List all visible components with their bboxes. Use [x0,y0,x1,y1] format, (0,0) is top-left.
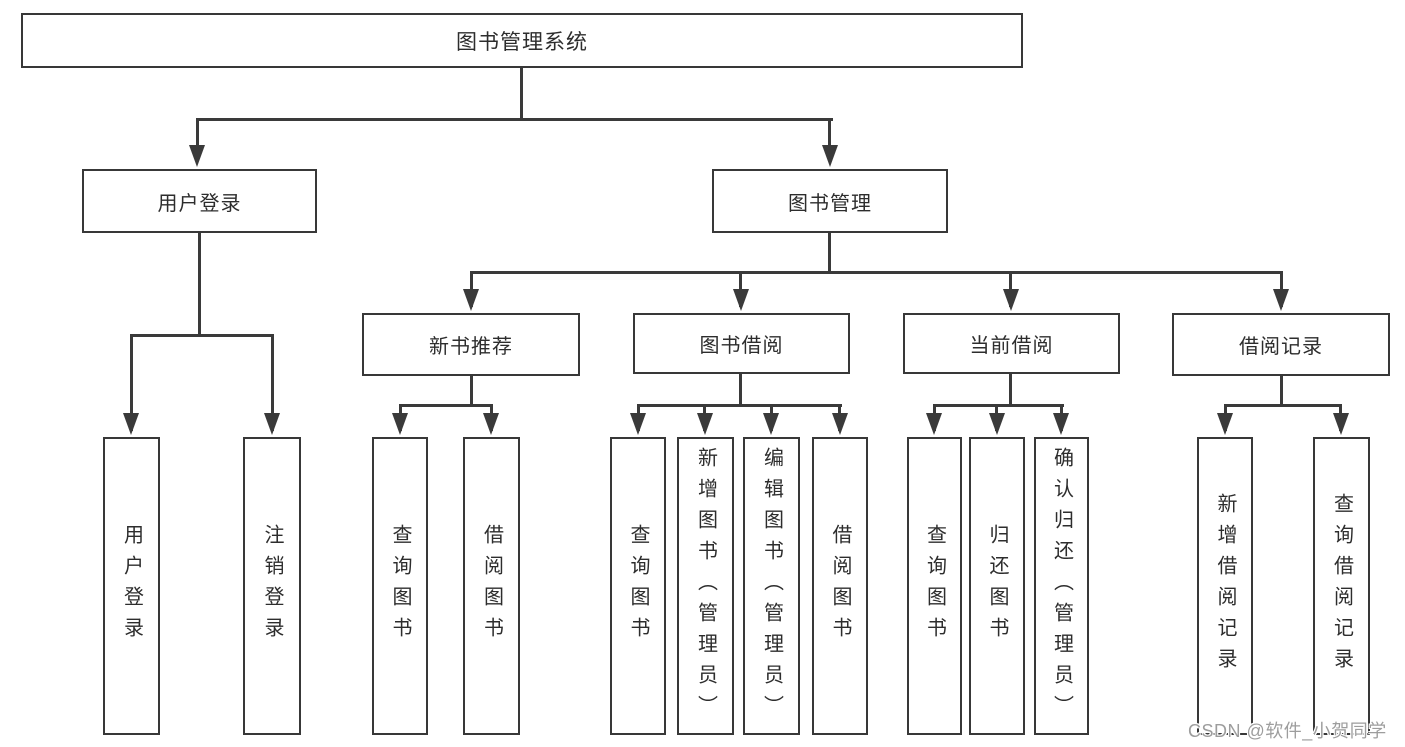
leaf-cb-query-book: 查询图书 [907,437,962,735]
connector-line [130,334,133,431]
arrow-down-icon [763,413,779,435]
connector-line [1009,371,1012,406]
arrow-down-icon [1273,289,1289,311]
arrow-down-icon [264,413,280,435]
leaf-user-login: 用户登录 [103,437,160,735]
connector-line [828,231,831,274]
leaf-cb-confirm-return-admin: 确认归还（管理员） [1034,437,1089,735]
connector-line [196,118,199,161]
node-new-book-recommend: 新书推荐 [362,313,580,376]
node-book-borrow: 图书借阅 [633,313,850,374]
arrow-down-icon [1053,413,1069,435]
arrow-down-icon [989,413,1005,435]
arrow-down-icon [123,413,139,435]
connector-line [399,404,493,407]
arrow-down-icon [630,413,646,435]
connector-line [520,66,523,121]
arrow-down-icon [392,413,408,435]
leaf-bb-borrow-book: 借阅图书 [812,437,868,735]
arrow-down-icon [1217,413,1233,435]
leaf-cb-return-book: 归还图书 [969,437,1025,735]
arrow-down-icon [832,413,848,435]
node-current-borrow: 当前借阅 [903,313,1120,374]
node-root: 图书管理系统 [21,13,1023,68]
connector-line [637,404,842,407]
leaf-bb-add-book-admin: 新增图书（管理员） [677,437,734,735]
connector-line [196,118,833,121]
arrow-down-icon [189,145,205,167]
connector-line [470,271,1283,274]
connector-line [1224,404,1342,407]
leaf-bb-query-book: 查询图书 [610,437,666,735]
leaf-logout-login: 注销登录 [243,437,301,735]
arrow-down-icon [697,413,713,435]
leaf-nb-borrow-book: 借阅图书 [463,437,520,735]
node-borrow-record: 借阅记录 [1172,313,1390,376]
connector-line [470,373,473,406]
connector-line [198,231,201,336]
arrow-down-icon [926,413,942,435]
arrow-down-icon [733,289,749,311]
arrow-down-icon [822,145,838,167]
connector-line [828,118,831,161]
connector-line [271,334,274,431]
arrow-down-icon [463,289,479,311]
leaf-nb-query-book: 查询图书 [372,437,428,735]
leaf-br-query-record: 查询借阅记录 [1313,437,1370,735]
leaf-br-add-record: 新增借阅记录 [1197,437,1253,735]
arrow-down-icon [1333,413,1349,435]
arrow-down-icon [1003,289,1019,311]
node-user-login: 用户登录 [82,169,317,233]
connector-line [739,371,742,406]
connector-line [130,334,274,337]
connector-line [933,404,1064,407]
arrow-down-icon [483,413,499,435]
connector-line [1280,371,1283,406]
csdn-watermark: CSDN @软件_小贺同学 [1188,721,1387,741]
leaf-bb-edit-book-admin: 编辑图书（管理员） [743,437,800,735]
node-book-management: 图书管理 [712,169,948,233]
